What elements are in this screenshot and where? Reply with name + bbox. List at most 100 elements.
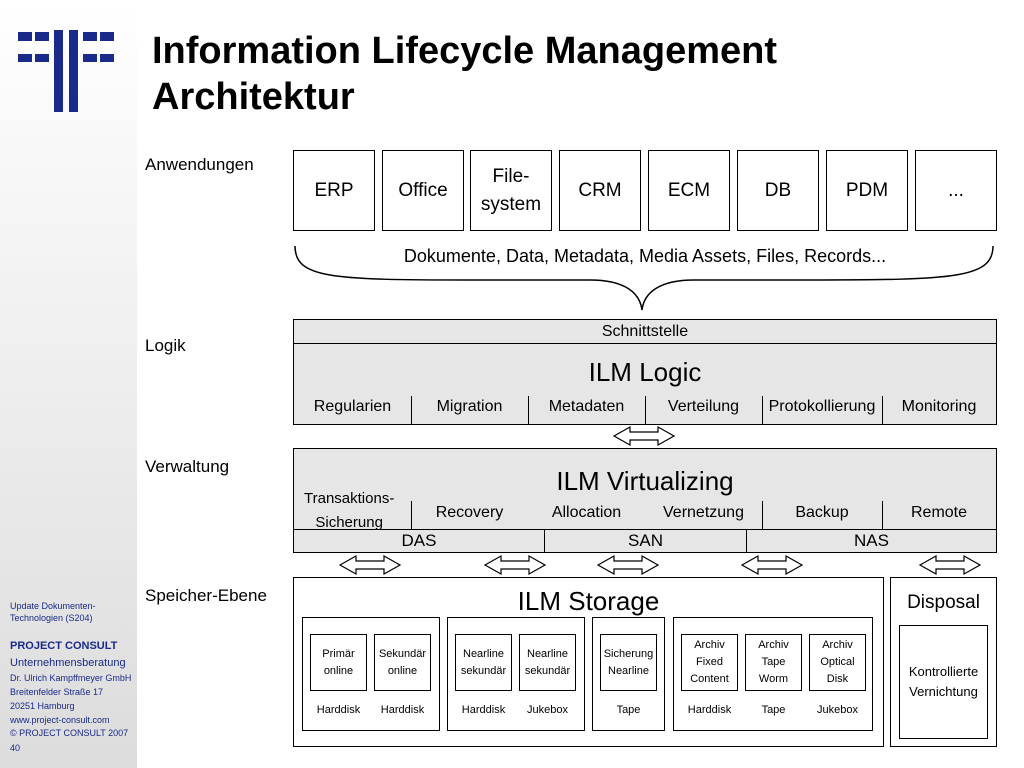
app-label: ECM [667, 179, 711, 201]
sidebar [0, 0, 137, 768]
media-label: Jukebox [527, 704, 568, 716]
logic-item: Migration [436, 398, 503, 415]
company-street: Breitenfelder Straße 17 [10, 687, 104, 697]
divider [645, 396, 646, 424]
network-label: SAN [628, 531, 663, 550]
app-label: ... [948, 179, 964, 201]
divider [411, 501, 412, 529]
divider [411, 396, 412, 424]
ilm-logic-title: ILM Logic [588, 357, 702, 387]
disposal-line: Vernichtung [909, 684, 978, 699]
app-box-filesystem: File-system [470, 150, 552, 231]
network-label: NAS [854, 531, 889, 550]
app-label: File- [492, 165, 530, 187]
card-line: Fixed [696, 656, 723, 668]
app-box-pdm: PDM [826, 150, 908, 231]
title-line-1: Information Lifecycle Management [152, 30, 778, 72]
app-box-erp: ERP [293, 150, 375, 231]
virt-item-line: Sicherung [315, 514, 383, 531]
card-line: Archiv [822, 639, 853, 651]
level-label-apps: Anwendungen [145, 155, 254, 174]
divider [882, 501, 883, 529]
company-name: PROJECT CONSULT [10, 640, 118, 652]
card-line: Disk [826, 673, 849, 685]
double-arrow [613, 426, 675, 446]
divider [762, 501, 763, 529]
card-line: Worm [758, 673, 789, 685]
company-website[interactable]: www.project-consult.com [10, 715, 110, 725]
logic-item: Monitoring [901, 398, 977, 415]
card-line: Content [690, 673, 729, 685]
card-line: sekundär [460, 664, 507, 677]
course-line-2: Technologien (S204) [10, 613, 93, 623]
copyright: © PROJECT CONSULT 2007 [10, 728, 129, 738]
media-label: Jukebox [817, 704, 858, 716]
brace-connector [294, 245, 994, 311]
ilm-storage-title: ILM Storage [517, 586, 660, 616]
media-label: Harddisk [461, 704, 506, 716]
logo [18, 30, 114, 112]
media-label: Harddisk [380, 704, 425, 716]
company-legal: Dr. Ulrich Kampffmeyer GmbH [10, 673, 132, 683]
app-box-ecm: ECM [648, 150, 730, 231]
page-title: Information Lifecycle Management Archite… [152, 28, 777, 120]
virt-item: Remote [910, 504, 968, 521]
card-line: Sekundär [378, 647, 427, 660]
card-line: Archiv [694, 639, 725, 651]
network-san: SAN [544, 529, 747, 553]
media-label: Harddisk [687, 704, 732, 716]
content-types: Dokumente, Data, Metadata, Media Assets,… [403, 246, 887, 266]
page-number: 40 [10, 743, 21, 753]
app-label: CRM [578, 179, 622, 201]
double-arrow [339, 555, 401, 575]
double-arrow [919, 555, 981, 575]
card-line: Primär [322, 647, 355, 660]
card-line: online [323, 664, 354, 677]
network-label: DAS [401, 531, 437, 550]
app-label: Office [398, 179, 448, 201]
level-label-storage: Speicher-Ebene [145, 586, 267, 605]
disposal-line: Kontrollierte [908, 664, 979, 679]
virt-item: Recovery [435, 504, 504, 521]
card-line: Nearline [527, 647, 568, 660]
course-line-1: Update Dokumenten- [10, 601, 96, 611]
app-label: ERP [314, 179, 354, 201]
card-line: sekundär [524, 664, 571, 677]
disposal-title: Disposal [907, 592, 980, 613]
ilm-virtualizing-title: ILM Virtualizing [556, 466, 734, 496]
logic-item: Protokollierung [768, 398, 876, 415]
virt-item-line: Transaktions- [304, 490, 395, 507]
virt-item: Vernetzung [663, 504, 744, 521]
divider [528, 396, 529, 424]
media-label: Tape [761, 704, 786, 716]
level-label-logic: Logik [145, 336, 186, 355]
card-line: Sicherung [603, 647, 654, 660]
app-label: DB [764, 179, 792, 201]
app-box-office: Office [382, 150, 464, 231]
app-box-more: ... [915, 150, 997, 231]
level-label-admin: Verwaltung [145, 457, 230, 476]
card-line: Archiv [758, 639, 789, 651]
double-arrow [597, 555, 659, 575]
card-line: Nearline [608, 664, 649, 677]
title-line-2: Architektur [152, 76, 355, 118]
ilm-virtualizing-box: ILM Virtualizing Transaktions- Sicherung… [293, 448, 997, 531]
company-type: Unternehmensberatung [10, 657, 126, 669]
logic-item: Regularien [313, 398, 392, 415]
virt-item: Allocation [551, 504, 622, 521]
divider [882, 396, 883, 424]
media-label: Tape [616, 704, 641, 716]
logic-item: Verteilung [667, 398, 740, 415]
interface-label: Schnittstelle [601, 322, 689, 340]
app-label: PDM [845, 179, 889, 201]
ilm-logic-box: ILM Logic Regularien Migration Metadaten… [293, 343, 997, 425]
company-city: 20251 Hamburg [10, 701, 75, 711]
divider [762, 396, 763, 424]
media-label: Harddisk [316, 704, 361, 716]
